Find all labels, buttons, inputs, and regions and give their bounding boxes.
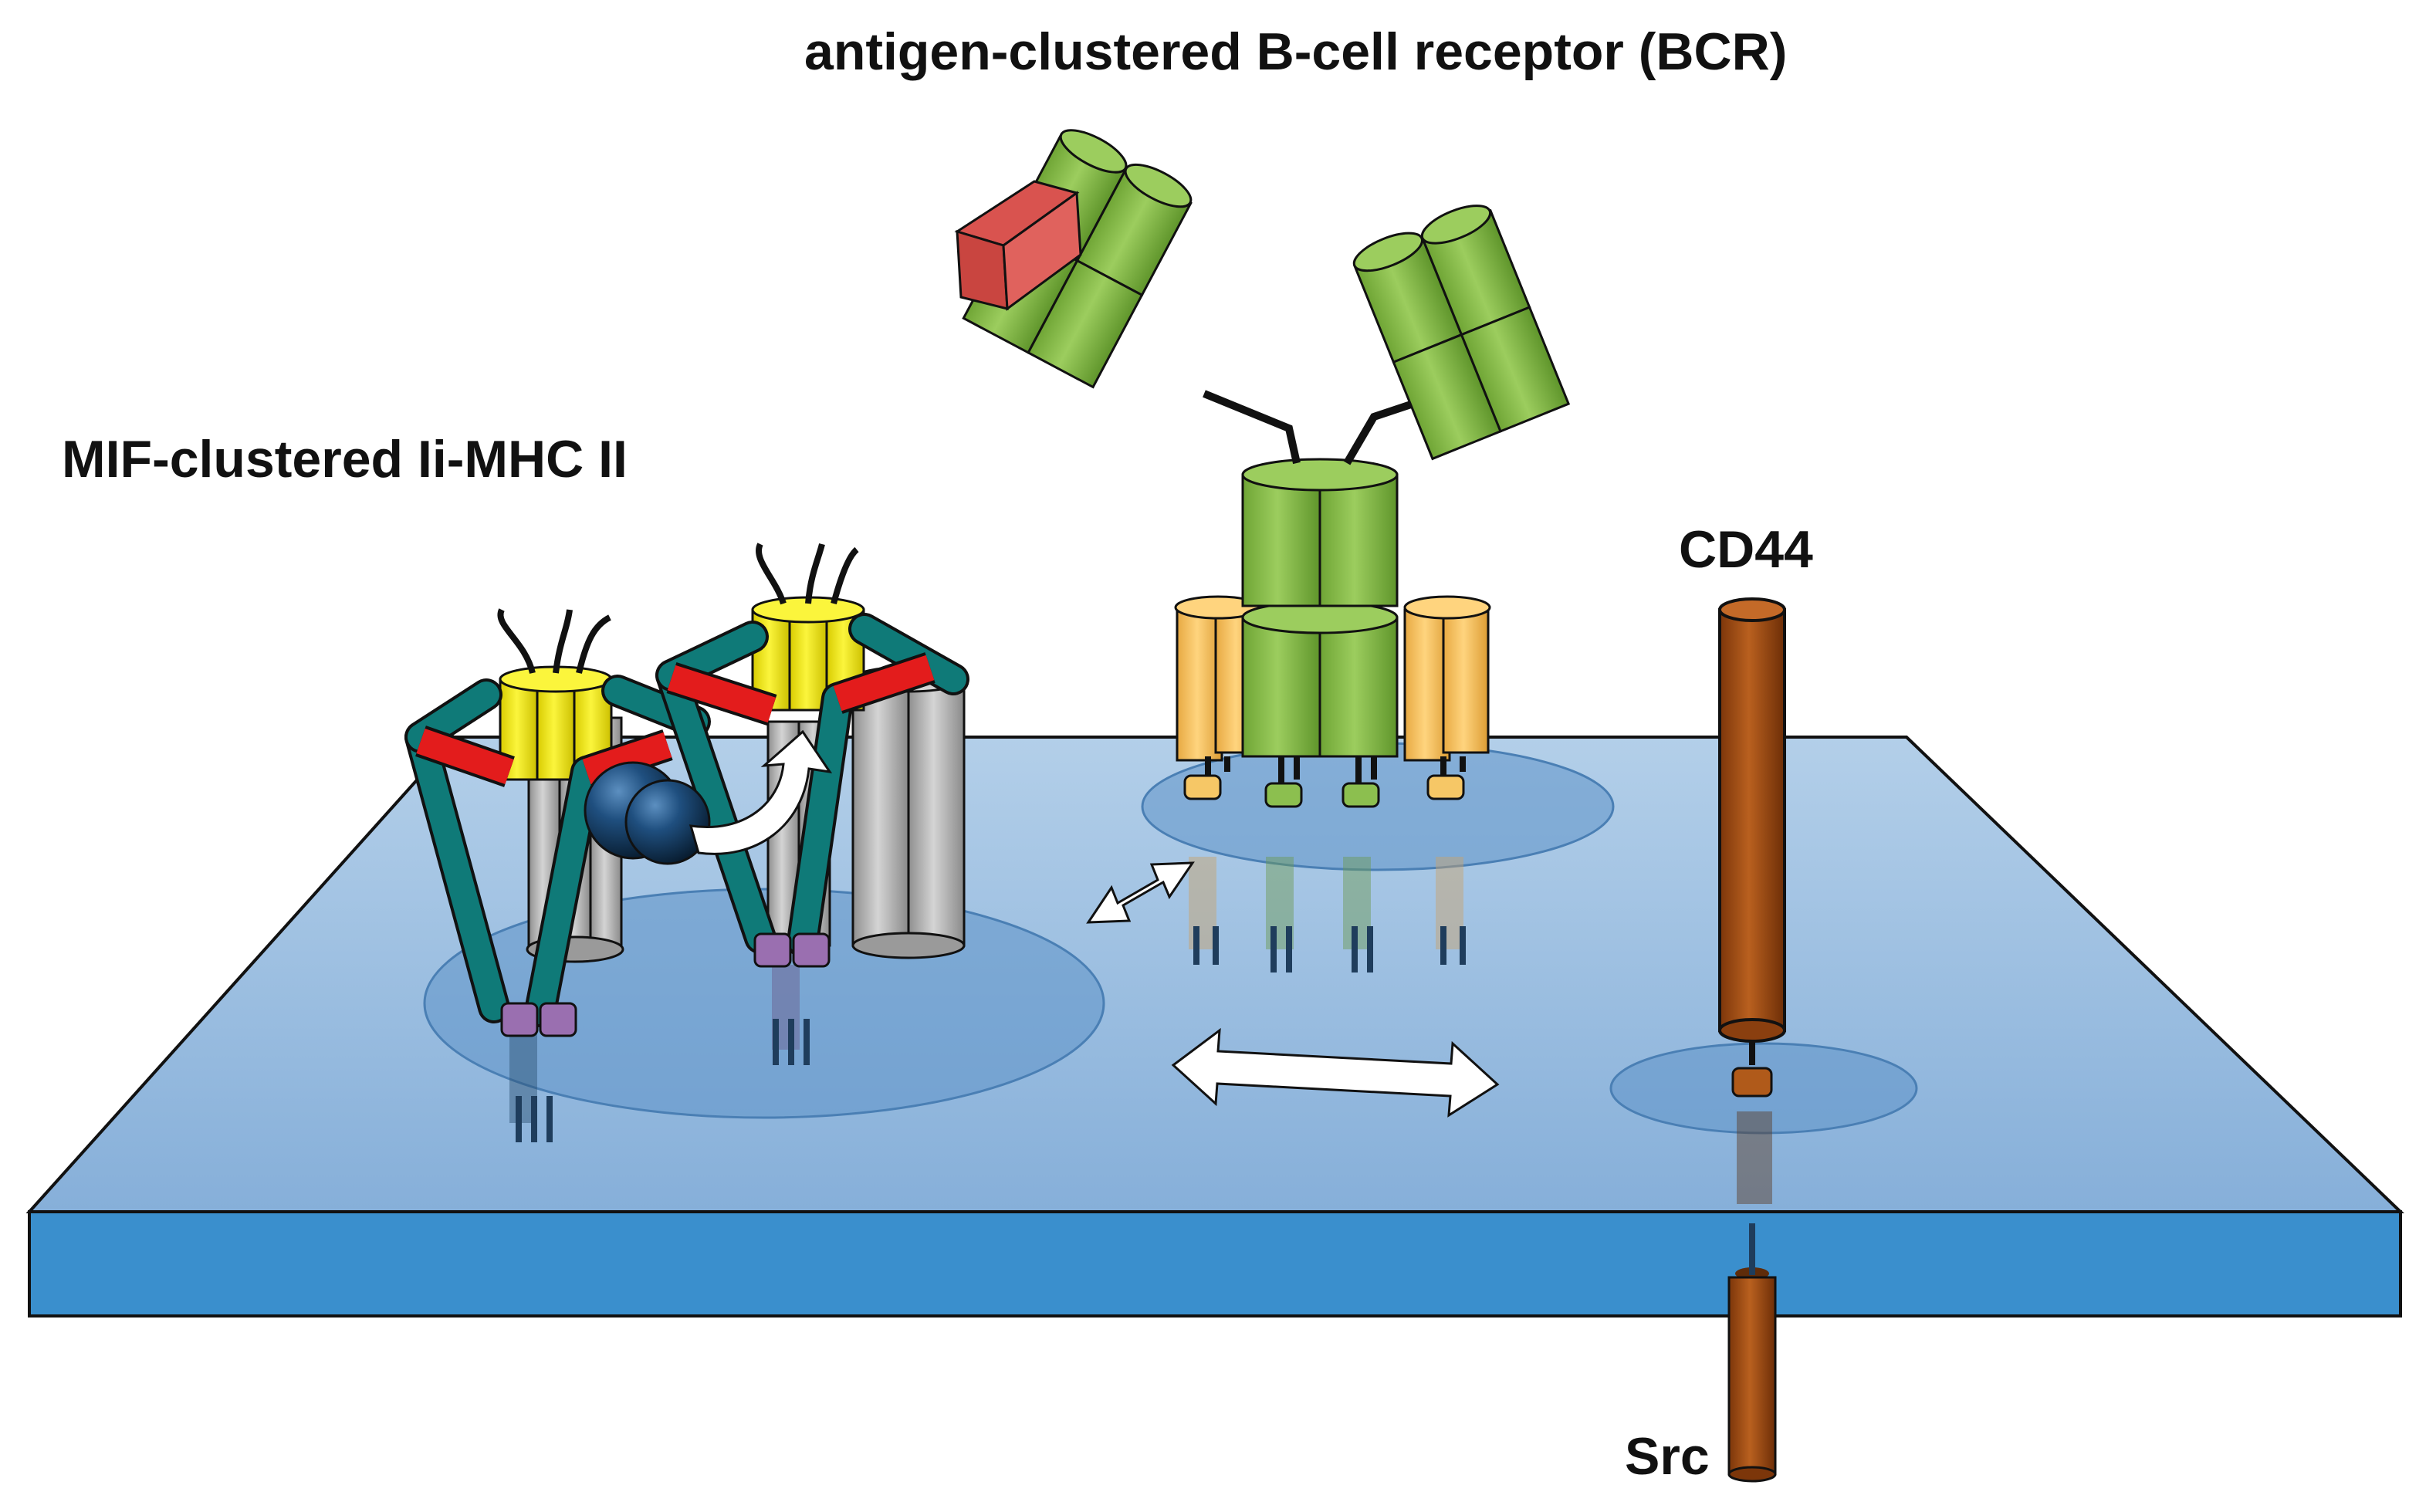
- cd44-receptor: [1718, 597, 1786, 1483]
- src-label: Src: [1625, 1427, 1710, 1486]
- cytoplasmic-tails: [516, 926, 1466, 1142]
- mif-mhc-label: MIF-clustered Ii-MHC II: [62, 430, 628, 489]
- mhc-complex-left: [404, 608, 711, 1037]
- curved-arrow-icon: [689, 729, 833, 855]
- cd44-extracellular-rod: [1718, 608, 1786, 1032]
- bcr-raft-disc: [1141, 742, 1615, 871]
- double-arrow-icon: [1171, 1027, 1500, 1118]
- antigen: [954, 180, 1082, 311]
- bcr-label: antigen-clustered B-cell receptor (BCR): [804, 22, 1787, 81]
- bcr-complex: [954, 129, 1571, 808]
- membrane-front-face: [28, 1210, 2402, 1318]
- cd44-label: CD44: [1679, 520, 1813, 579]
- transmembrane-segments: [509, 857, 1772, 1204]
- mif-molecule: [584, 761, 711, 865]
- cd44-intracellular-segment: [1727, 1276, 1777, 1476]
- double-arrow-icon: [1086, 861, 1195, 924]
